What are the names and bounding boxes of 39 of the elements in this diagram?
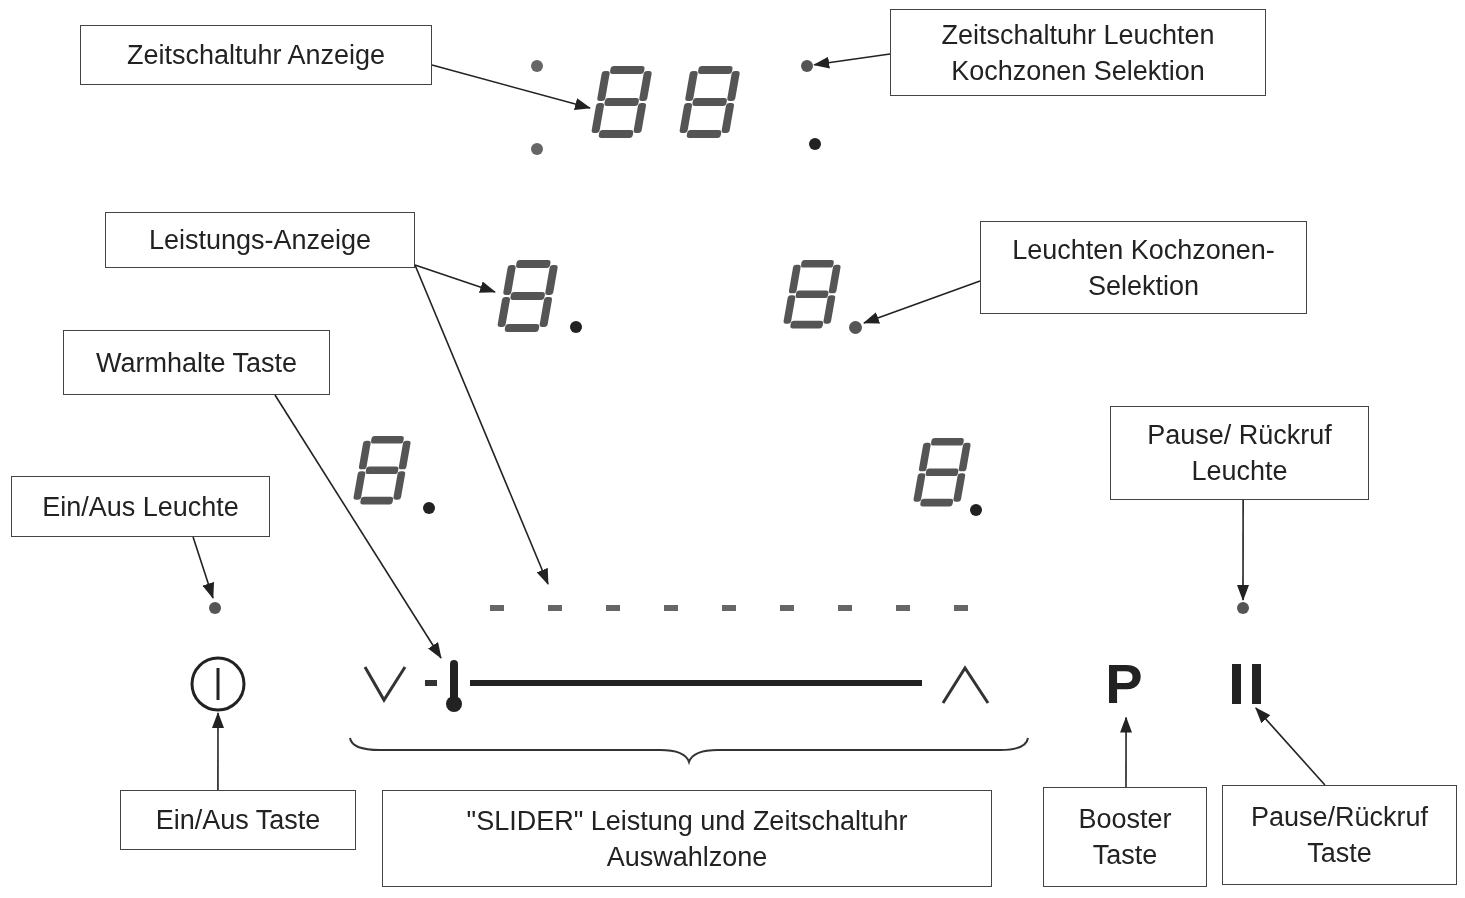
indicator-dot xyxy=(1237,602,1249,614)
callout-label: Leistungs-Anzeige xyxy=(148,224,372,257)
power-icon xyxy=(189,655,247,713)
leader-line xyxy=(1237,499,1249,601)
indicator-dot xyxy=(209,602,221,614)
callout-label: "SLIDER" Leistung und Zeitschaltuhr Auswahlzone xyxy=(465,804,909,874)
callout-label: Zeitschaltuhr Leuchten Kochzonen Selektion xyxy=(940,18,1216,88)
leader-line xyxy=(1120,716,1133,788)
callout-box xyxy=(120,790,356,850)
leader-line xyxy=(414,264,549,585)
leader-line xyxy=(1255,707,1326,786)
callout-label: Ein/Aus Taste xyxy=(155,804,321,837)
indicator-dot xyxy=(801,60,813,72)
callout-box xyxy=(1110,406,1369,500)
callout-label: Pause/ Rückruf Leuchte xyxy=(1146,419,1333,488)
callout-label: Booster Taste xyxy=(1077,803,1173,872)
leader-line xyxy=(863,280,981,324)
callout-box xyxy=(105,212,415,268)
callout-box xyxy=(63,330,330,395)
callout-label: Pause/Rückruf Taste xyxy=(1249,801,1430,870)
leader-line xyxy=(414,264,496,293)
callout-box xyxy=(11,476,270,537)
callout-box xyxy=(1043,787,1207,887)
letter-symbol: P xyxy=(1104,656,1144,712)
leader-line xyxy=(274,394,442,659)
callout-box xyxy=(80,25,432,85)
indicator-dot xyxy=(849,321,862,334)
callout-box xyxy=(1222,785,1457,885)
leader-line xyxy=(192,536,214,599)
callout-box xyxy=(980,221,1307,314)
leader-line xyxy=(813,53,891,69)
callout-label: Zeitschaltuhr Anzeige xyxy=(126,39,386,72)
leader-line xyxy=(431,64,591,110)
callout-label: Warmhalte Taste xyxy=(95,346,298,380)
callout-box xyxy=(890,9,1266,96)
callout-label: Leuchten Kochzonen-Selektion xyxy=(1011,233,1276,303)
callout-box xyxy=(382,790,992,887)
callout-label: Ein/Aus Leuchte xyxy=(42,490,239,524)
leader-line xyxy=(212,712,224,791)
